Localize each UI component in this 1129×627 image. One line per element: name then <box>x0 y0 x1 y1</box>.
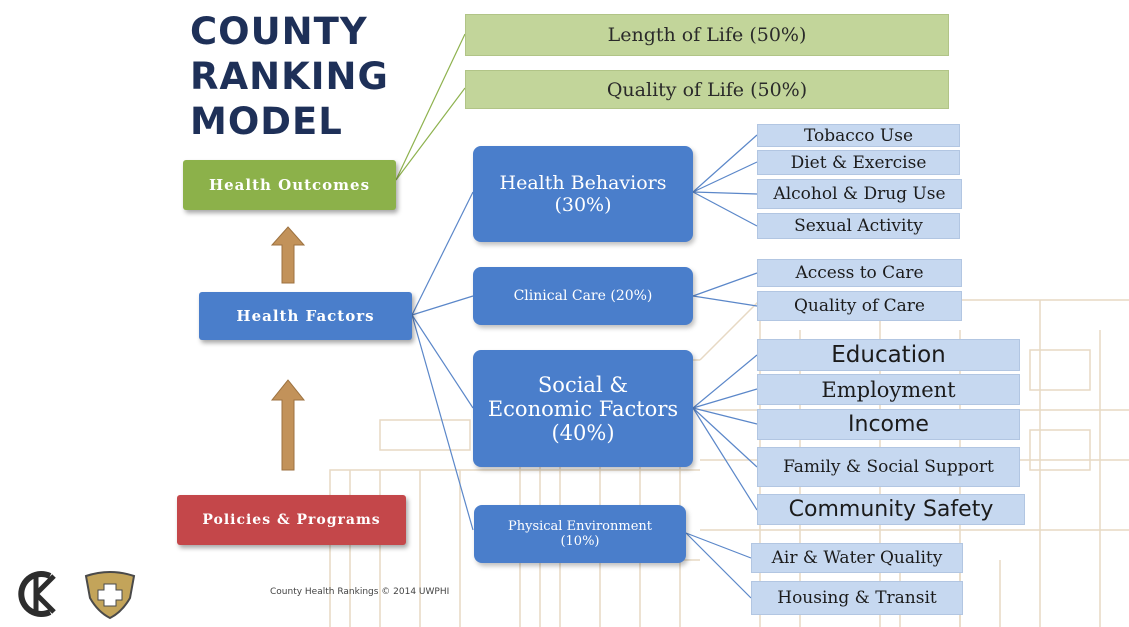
public-health-shield-icon <box>84 571 136 620</box>
health-outcomes-box: Health Outcomes <box>183 160 396 210</box>
factor-air-water-quality: Air & Water Quality <box>751 543 963 573</box>
credit-text: County Health Rankings © 2014 UWPHI <box>270 587 450 597</box>
factor-employment: Employment <box>757 374 1020 405</box>
outcome-quality-of-life: Quality of Life (50%) <box>465 70 949 109</box>
factor-diet-exercise: Diet & Exercise <box>757 150 960 175</box>
policies-programs-box: Policies & Programs <box>177 495 406 545</box>
factor-family-social-support: Family & Social Support <box>757 447 1020 487</box>
factor-tobacco-use: Tobacco Use <box>757 124 960 147</box>
factor-quality-of-care: Quality of Care <box>757 291 962 321</box>
outcome-length-of-life: Length of Life (50%) <box>465 14 949 56</box>
health-factors-box: Health Factors <box>199 292 412 340</box>
category-social-economic: Social & Economic Factors (40%) <box>473 350 693 467</box>
title-line-3: MODEL <box>190 100 343 143</box>
factor-access-to-care: Access to Care <box>757 259 962 287</box>
arrow-up-icon <box>270 379 306 471</box>
arrow-up-icon <box>270 226 306 284</box>
factor-community-safety: Community Safety <box>757 494 1025 525</box>
kc-logo-icon <box>18 571 56 617</box>
category-health-behaviors: Health Behaviors (30%) <box>473 146 693 242</box>
factor-sexual-activity: Sexual Activity <box>757 213 960 239</box>
factor-education: Education <box>757 339 1020 371</box>
factor-income: Income <box>757 409 1020 440</box>
title-line-1: COUNTY <box>190 10 368 53</box>
category-physical-environment: Physical Environment (10%) <box>474 505 686 563</box>
factor-alcohol-drug-use: Alcohol & Drug Use <box>757 179 962 209</box>
factor-housing-transit: Housing & Transit <box>751 581 963 615</box>
title-line-2: RANKING <box>190 55 389 98</box>
category-clinical-care: Clinical Care (20%) <box>473 267 693 325</box>
